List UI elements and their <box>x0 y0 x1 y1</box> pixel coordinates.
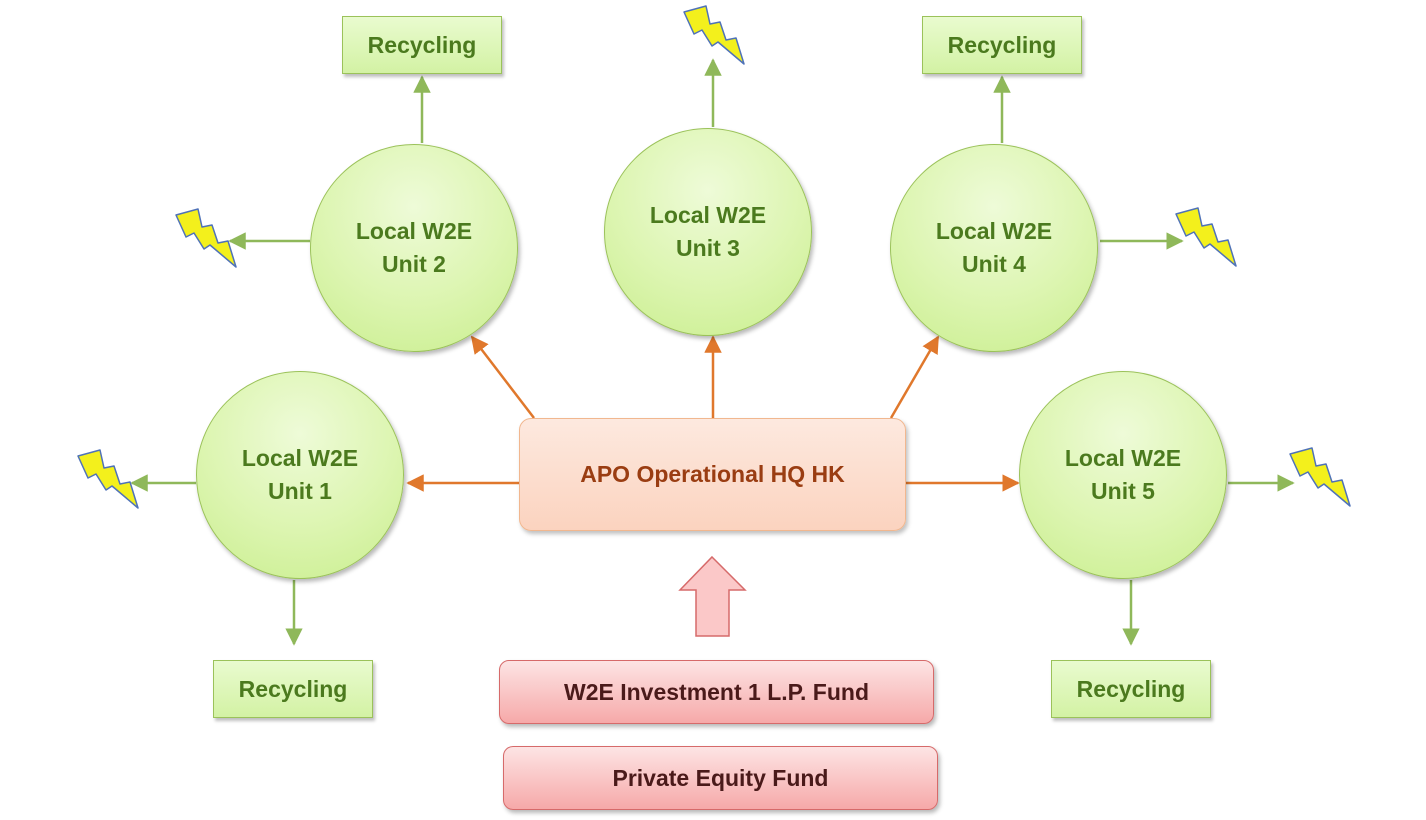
unit-5-label-line2: Unit 5 <box>1091 478 1155 504</box>
lightning-bolt-icon <box>1175 207 1237 267</box>
unit-2-node: Local W2E Unit 2 <box>310 144 518 352</box>
hq-to-unit-2-arrow <box>470 335 535 419</box>
unit-4-label: Local W2E Unit 4 <box>919 215 1069 281</box>
unit-3-label-line2: Unit 3 <box>676 235 740 261</box>
lightning-bolt-icon <box>1289 447 1351 507</box>
unit-4-label-line2: Unit 4 <box>962 251 1026 277</box>
hq-to-unit-4-arrow <box>889 335 940 419</box>
unit-5-label: Local W2E Unit 5 <box>1048 442 1198 508</box>
unit-3-label: Local W2E Unit 3 <box>633 199 783 265</box>
unit-1-node: Local W2E Unit 1 <box>196 371 404 579</box>
private-equity-fund-label: Private Equity Fund <box>612 764 829 791</box>
unit-3-label-line1: Local W2E <box>649 202 767 228</box>
unit-5-node: Local W2E Unit 5 <box>1019 371 1227 579</box>
hq-box: APO Operational HQ HK <box>519 418 906 531</box>
lightning-bolt-icon <box>683 5 745 65</box>
private-equity-fund-box: Private Equity Fund <box>503 746 938 810</box>
unit-1-label-line1: Local W2E <box>241 445 359 471</box>
recycling-box-unit-5: Recycling <box>1051 660 1211 718</box>
unit-5-label-line1: Local W2E <box>1064 445 1182 471</box>
unit-1-label: Local W2E Unit 1 <box>225 442 375 508</box>
unit-1-label-line2: Unit 1 <box>268 478 332 504</box>
hq-label: APO Operational HQ HK <box>580 461 845 487</box>
lightning-bolt-icon <box>77 449 139 509</box>
recycling-box-unit-4: Recycling <box>922 16 1082 74</box>
recycling-box-unit-1: Recycling <box>213 660 373 718</box>
w2e-investment-fund-label: W2E Investment 1 L.P. Fund <box>563 678 870 705</box>
recycling-box-unit-2: Recycling <box>342 16 502 74</box>
unit-4-node: Local W2E Unit 4 <box>890 144 1098 352</box>
unit-4-label-line1: Local W2E <box>935 218 1053 244</box>
unit-2-label-line1: Local W2E <box>355 218 473 244</box>
unit-2-label: Local W2E Unit 2 <box>339 215 489 281</box>
unit-2-label-line2: Unit 2 <box>382 251 446 277</box>
w2e-investment-fund-box: W2E Investment 1 L.P. Fund <box>499 660 934 724</box>
lightning-bolt-icon <box>175 208 237 268</box>
up-arrow-icon <box>678 555 747 637</box>
unit-3-node: Local W2E Unit 3 <box>604 128 812 336</box>
